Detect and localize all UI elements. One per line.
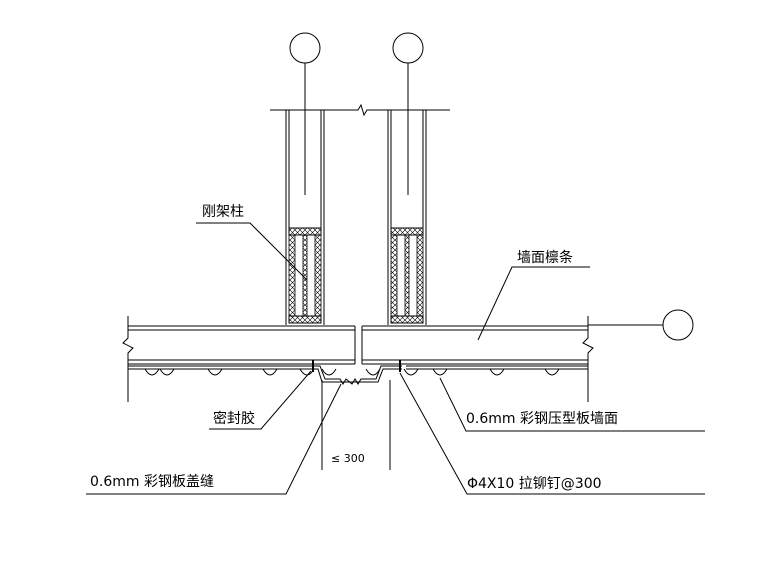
leader-frame-column <box>196 222 308 281</box>
leader-wall-purlin <box>477 266 590 341</box>
leader-wall-panel <box>439 377 705 432</box>
axis-bubble-left <box>289 32 321 195</box>
wall-purlin <box>122 316 594 402</box>
leader-rivet <box>399 372 705 495</box>
frame-column-right <box>387 110 427 325</box>
axis-bubble-middle <box>392 32 424 195</box>
leader-cover-plate <box>86 383 342 495</box>
frame-column-left <box>285 110 325 325</box>
axis-bubble-right <box>588 309 694 341</box>
dimension-label: ≤ 300 <box>331 452 365 465</box>
dimension-lines <box>321 380 391 470</box>
cover-plate <box>300 365 402 385</box>
corrugated-wall-panel <box>128 365 588 376</box>
top-break-line <box>270 103 450 117</box>
label-frame-column: 刚架柱 <box>202 204 244 220</box>
label-wall-panel: 0.6mm 彩钢压型板墙面 <box>466 411 618 427</box>
label-sealant: 密封胶 <box>213 410 255 427</box>
label-wall-purlin: 墙面檩条 <box>517 249 573 266</box>
leader-sealant <box>209 370 312 430</box>
label-rivet: Φ4X10 拉铆钉@300 <box>467 476 602 492</box>
label-cover-plate: 0.6mm 彩钢板盖缝 <box>90 474 214 490</box>
